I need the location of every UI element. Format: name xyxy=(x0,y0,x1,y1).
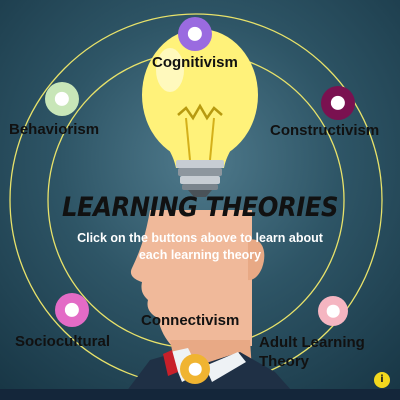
adult-learning-label[interactable]: Adult Learning Theory xyxy=(259,334,365,370)
page-title: LEARNING THEORIES xyxy=(61,192,339,223)
sociocultural-label[interactable]: Sociocultural xyxy=(15,333,111,350)
constructivism-node-button[interactable] xyxy=(321,86,355,120)
head-silhouette xyxy=(130,210,252,346)
ear-shape xyxy=(248,239,265,281)
behaviorism-label[interactable]: Behaviorism xyxy=(9,121,100,138)
brand-logo xyxy=(6,389,9,400)
tie xyxy=(163,350,178,376)
adult-learning-node-button[interactable] xyxy=(318,296,348,326)
constructivism-label[interactable]: Constructivism xyxy=(270,122,380,139)
bottom-bar xyxy=(0,389,400,400)
light-bulb-icon xyxy=(142,29,258,197)
cognitivism-label[interactable]: Cognitivism xyxy=(152,54,238,71)
sociocultural-node-button[interactable] xyxy=(55,293,89,327)
connectivism-label[interactable]: Connectivism xyxy=(141,312,240,329)
shirt-collar-right xyxy=(205,352,246,382)
connectivism-node-button[interactable] xyxy=(180,354,210,384)
behaviorism-node-button[interactable] xyxy=(45,82,79,116)
info-button[interactable]: i xyxy=(374,372,390,388)
cognitivism-node-button[interactable] xyxy=(178,17,212,51)
instruction-text: Click on the buttons above to learn abou… xyxy=(77,231,323,262)
